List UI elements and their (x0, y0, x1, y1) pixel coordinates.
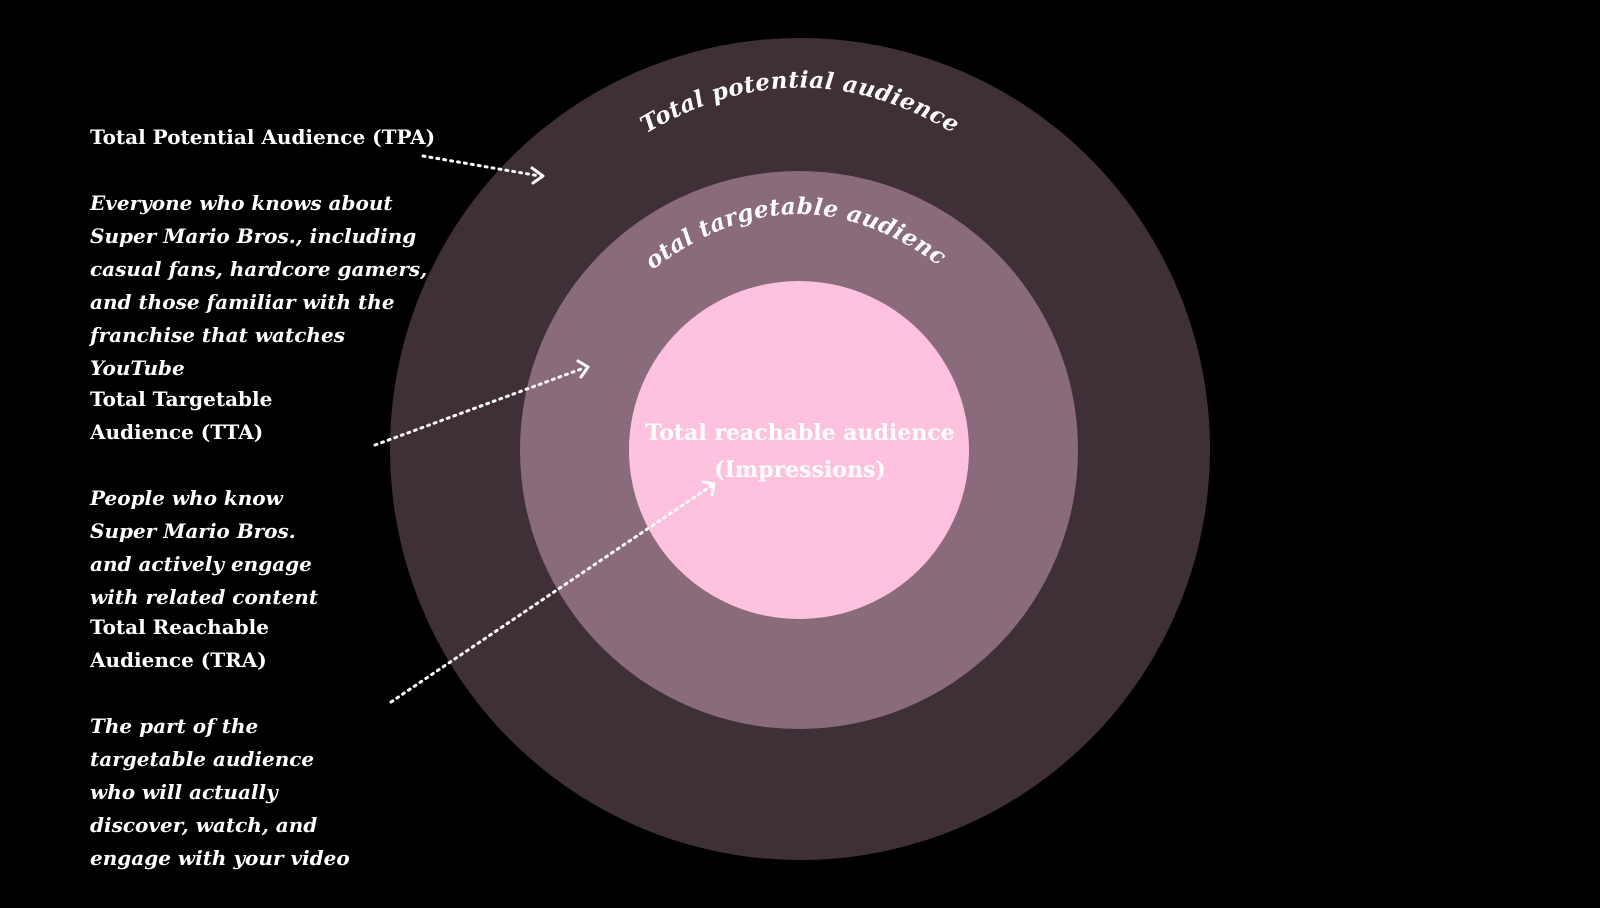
arrow-tpa (421, 154, 545, 185)
legend-tra-title: Total Reachable Audience (TRA) (90, 615, 269, 672)
inner-circle-label-line2: (Impressions) (714, 457, 886, 483)
legend-tta-description: People who know Super Mario Bros. and ac… (90, 486, 319, 609)
inner-circle-label-line1: Total reachable audience (645, 420, 954, 446)
legend-tpa: Total Potential Audience (TPA) Everyone … (90, 88, 450, 418)
arrow-tta (373, 359, 590, 447)
legend-tra: Total Reachable Audience (TRA) The part … (90, 578, 370, 908)
legend-tta-title: Total Targetable Audience (TTA) (90, 387, 273, 444)
legend-tta: Total Targetable Audience (TTA) People w… (90, 350, 360, 647)
legend-tpa-description: Everyone who knows about Super Mario Bro… (90, 191, 428, 380)
legend-tpa-title: Total Potential Audience (TPA) (90, 125, 436, 149)
legend-tra-description: The part of the targetable audience who … (90, 714, 350, 870)
arrow-tra (389, 480, 716, 704)
inner-circle-total-reachable-audience (629, 281, 969, 619)
